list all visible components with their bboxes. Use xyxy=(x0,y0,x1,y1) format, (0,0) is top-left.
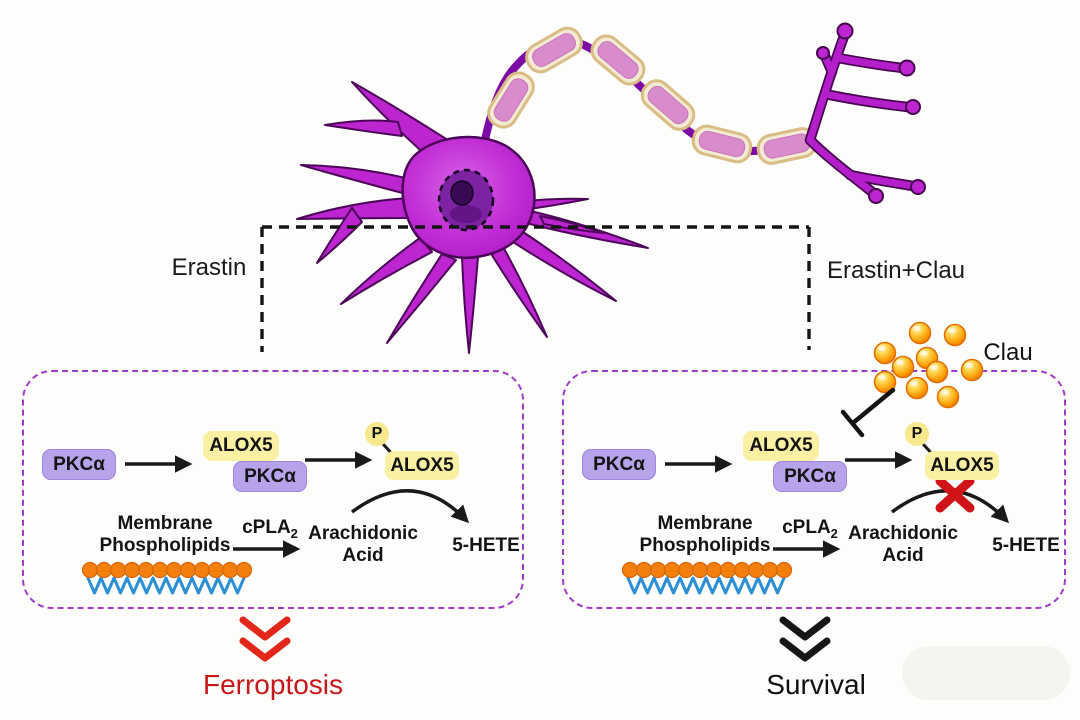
pathway-labels-left: PKCα ALOX5 PKCα P ALOX5 Membrane Phospho… xyxy=(42,422,520,567)
watermark-blur xyxy=(902,646,1070,700)
survival-outcome-label: Survival xyxy=(766,669,866,700)
pkca-box: PKCα xyxy=(582,449,656,480)
membrane-line2: Phospholipids xyxy=(639,535,771,556)
alox5-box: ALOX5 xyxy=(743,431,819,461)
aa-line2: Acid xyxy=(342,545,384,566)
clau-drug-label: Clau xyxy=(983,339,1033,366)
phospho-alox5-box: ALOX5 xyxy=(385,451,459,480)
pkca-box: PKCα xyxy=(42,449,116,480)
phospho-badge: P xyxy=(365,422,389,446)
arachidonic-acid-label: Arachidonic Acid xyxy=(840,523,966,567)
cpla2-subscript: 2 xyxy=(290,525,298,541)
alox5-box: ALOX5 xyxy=(203,431,279,461)
erastin-clau-panel xyxy=(562,370,1066,609)
pathway-labels-right: PKCα ALOX5 PKCα P ALOX5 Membrane Phospho… xyxy=(540,0,1080,720)
pkca-complex-box: PKCα xyxy=(773,461,847,492)
aa-line1: Arachidonic xyxy=(848,523,958,544)
cpla2-base: cPLA xyxy=(242,517,291,538)
pkca-complex-box: PKCα xyxy=(233,461,307,492)
cpla2-label: cPLA2 xyxy=(774,517,846,541)
membrane-phospholipids-label: Membrane Phospholipids xyxy=(625,513,785,557)
5hete-label: 5-HETE xyxy=(452,535,520,556)
ferroptosis-outcome-label: Ferroptosis xyxy=(202,669,344,700)
phospho-alox5-box: ALOX5 xyxy=(925,451,999,480)
membrane-phospholipids-label: Membrane Phospholipids xyxy=(85,513,245,557)
cpla2-subscript: 2 xyxy=(830,525,838,541)
cpla2-label: cPLA2 xyxy=(234,517,306,541)
aa-line1: Arachidonic xyxy=(308,523,418,544)
arachidonic-acid-label: Arachidonic Acid xyxy=(300,523,426,567)
erastin-condition-label: Erastin xyxy=(171,254,247,281)
erastin-panel xyxy=(22,370,524,609)
phospho-badge: P xyxy=(905,422,929,446)
membrane-line1: Membrane xyxy=(117,513,213,534)
aa-line2: Acid xyxy=(882,545,924,566)
erastin-clau-condition-label: Erastin+Clau xyxy=(826,257,966,284)
5hete-label: 5-HETE xyxy=(992,535,1060,556)
membrane-line2: Phospholipids xyxy=(99,535,231,556)
cpla2-base: cPLA xyxy=(782,517,831,538)
membrane-line1: Membrane xyxy=(657,513,753,534)
